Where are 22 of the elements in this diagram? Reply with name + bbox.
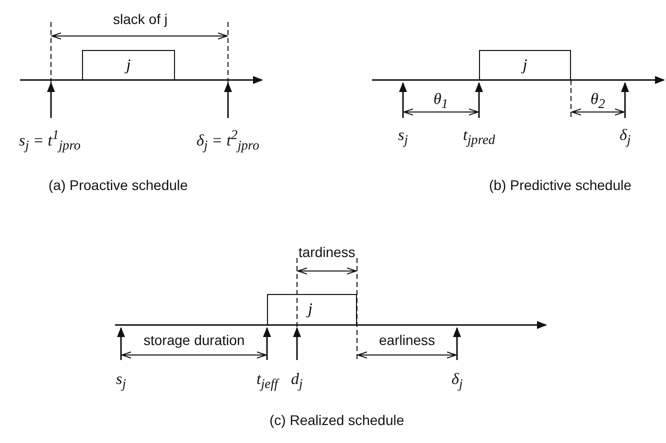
job-box [479, 50, 571, 80]
job-name: j [522, 56, 528, 74]
job-box [82, 50, 175, 80]
time-label: δ$_{j}$ [620, 128, 631, 147]
time-label: d$_{j}$ [291, 372, 303, 391]
time-label: δ$_{j}$ [452, 372, 463, 391]
interval-label: θ$_{2}$ [590, 92, 606, 111]
interval-label: tardiness [298, 245, 356, 259]
interval-label: storage duration [144, 333, 245, 347]
job-name: j [308, 301, 312, 319]
job-box [267, 294, 357, 325]
interval-label: θ$_{1}$ [434, 92, 448, 111]
time-label: s$_{j}$ [398, 128, 408, 147]
interval-label: earliness [379, 333, 436, 347]
time-label: s$_{j}$ [116, 372, 126, 391]
time-label: t$_{jpred}$ [463, 128, 496, 147]
job-name: j [126, 56, 131, 74]
caption: (a) Proactive schedule [48, 178, 188, 192]
caption: (c) Realized schedule [270, 413, 404, 427]
time-label: t$_{jeff}$ [256, 372, 278, 391]
interval-label: slack of j [113, 12, 168, 26]
caption: (b) Predictive schedule [489, 178, 632, 192]
